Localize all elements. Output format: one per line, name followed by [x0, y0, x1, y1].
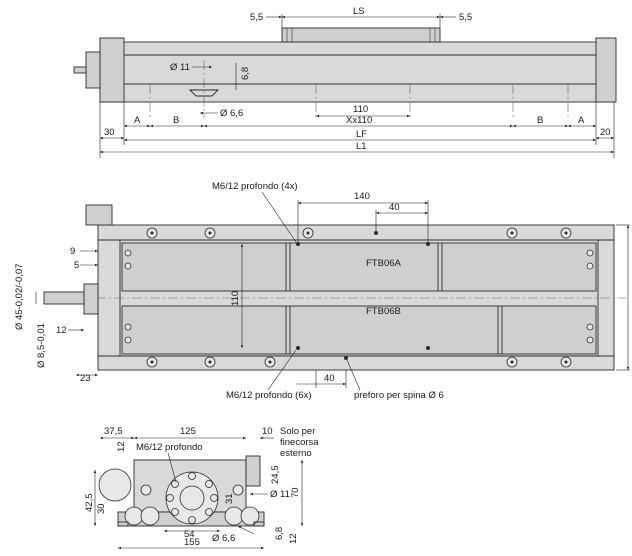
dim-b-right: B: [537, 115, 543, 126]
dim-70: 70: [290, 487, 301, 498]
dim-6-8-top: 6,8: [240, 67, 251, 80]
end-view: 37,5 125 10 12 M6/12 profondo Solo per f…: [84, 426, 319, 550]
dim-40-bottom: 40: [324, 373, 335, 384]
callout-pin-hole: preforo per spina Ø 6: [354, 390, 444, 401]
dim-lf: LF: [356, 129, 367, 140]
dim-12-end-bottom: 12: [288, 533, 299, 544]
dim-23: 23: [80, 373, 91, 384]
dim-diam-11-top: Ø 11: [170, 62, 190, 73]
dim-gap-right: 5,5: [459, 12, 472, 23]
dim-12-plan: 12: [56, 325, 67, 336]
dim-42-5: 42,5: [84, 494, 95, 513]
dim-10: 10: [262, 426, 273, 437]
dim-shaft-small: Ø 8,5-0,01: [36, 323, 47, 368]
note-solo-per: Solo per: [280, 426, 315, 437]
top-view-body: [99, 41, 615, 103]
dim-diam-6-6-end: Ø 6,6: [212, 533, 235, 544]
dim-110-top: 110: [353, 104, 368, 115]
carriage: [281, 27, 441, 43]
carriage-ftb06b: [121, 305, 597, 355]
dim-30-end: 30: [96, 503, 107, 514]
dim-9: 9: [70, 246, 75, 257]
dim-30: 30: [104, 127, 115, 138]
callout-m6-end: M6/12 profondo: [136, 442, 203, 453]
top-view: LS 5,5 5,5 Ø 11 6,8 Ø 6,6 110 Xx110 30 A…: [73, 6, 617, 158]
dim-6-8-end: 6,8: [274, 527, 285, 540]
dim-diam-11-end: Ø 11: [270, 489, 290, 500]
dim-110-plan: 110: [230, 291, 241, 306]
dim-a-right: A: [578, 115, 585, 126]
label-ftb06a: FTB06A: [366, 258, 402, 269]
callout-m6-6x: M6/12 profondo (6x): [226, 390, 312, 401]
dim-155: 155: [184, 537, 200, 548]
dim-37-5: 37,5: [104, 426, 123, 437]
note-esterno: esterno: [280, 448, 312, 459]
dim-xx110: Xx110: [346, 115, 372, 126]
dim-5: 5: [74, 260, 79, 271]
mounting-holes: [124, 227, 594, 368]
note-finecorsa: finecorsa: [280, 437, 319, 448]
dim-b-left: B: [173, 115, 179, 126]
dim-a-left: A: [134, 115, 141, 126]
dim-54: 54: [184, 529, 195, 540]
carriage-ftb06a: [121, 242, 597, 292]
dim-31: 31: [224, 493, 235, 504]
dim-l1: L1: [356, 141, 367, 152]
dim-40-top: 40: [389, 202, 400, 213]
dim-12-end-top: 12: [116, 441, 127, 452]
dim-24-5: 24,5: [270, 466, 281, 485]
label-ftb06b: FTB06B: [366, 306, 401, 317]
dim-gap-left: 5,5: [250, 12, 263, 23]
plan-view: M6/12 profondo (4x) 140 40 FTB06A FTB06B…: [14, 181, 630, 401]
dim-shaft-diameter: Ø 45-0,02/-0,07: [14, 263, 25, 330]
dim-ls: LS: [353, 6, 365, 17]
dim-125: 125: [180, 426, 196, 437]
dim-diam-6-6-top: Ø 6,6: [220, 108, 243, 119]
dim-20: 20: [600, 127, 611, 138]
callout-m6-4x: M6/12 profondo (4x): [212, 181, 298, 192]
dim-140: 140: [354, 191, 370, 202]
